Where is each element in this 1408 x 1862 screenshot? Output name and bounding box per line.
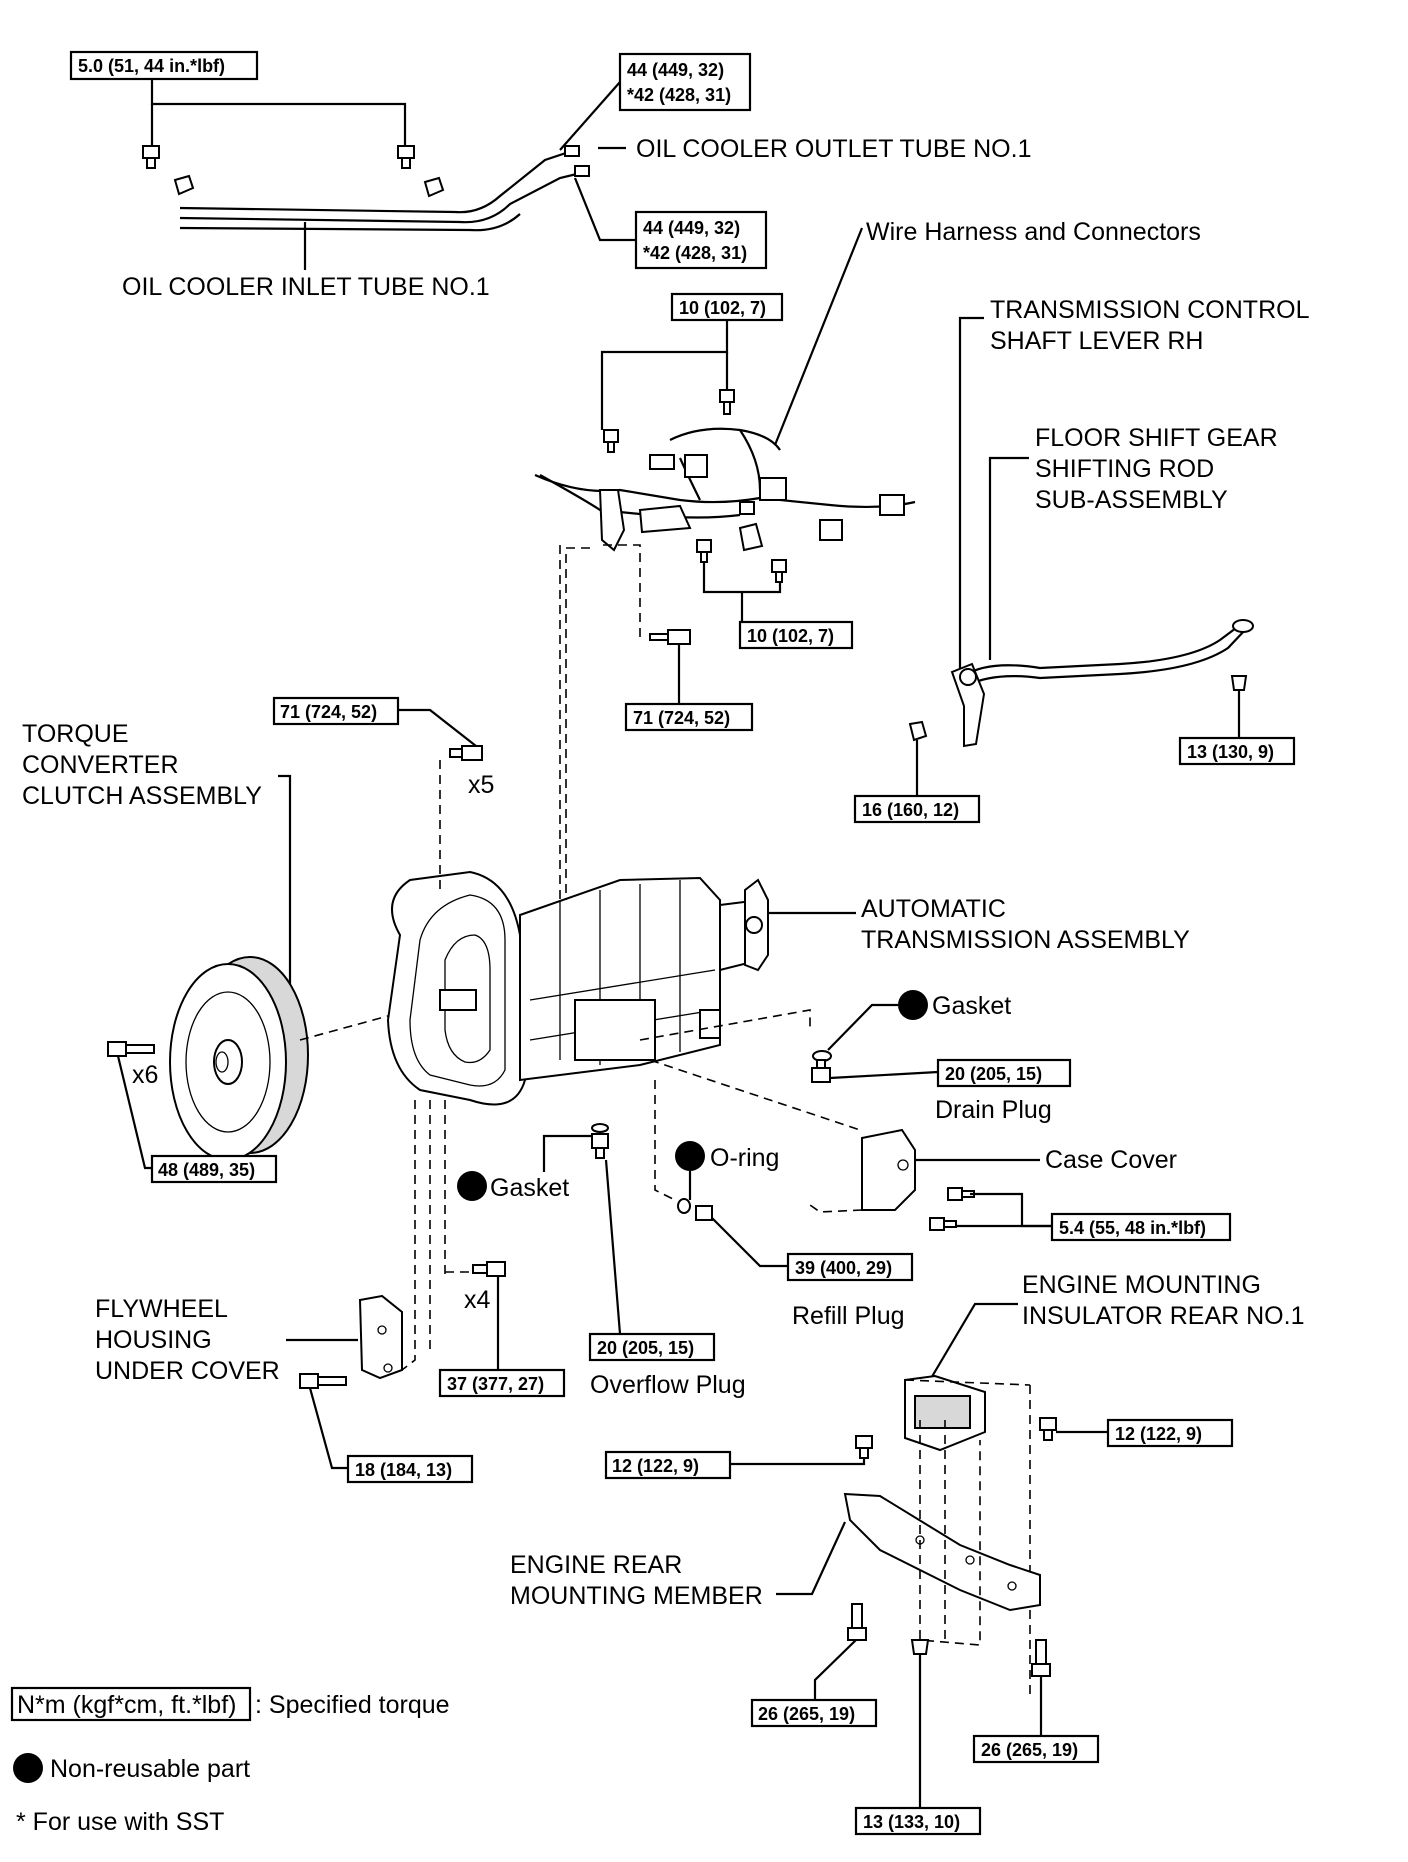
torque-harness-top: 10 (102, 7)	[679, 298, 766, 318]
qty-x5: x5	[468, 771, 494, 799]
overflow-plug-label: Overflow Plug	[590, 1371, 746, 1399]
torque-rod-nut: 13 (130, 9)	[1187, 742, 1274, 762]
gasket-right-label: Gasket	[932, 992, 1011, 1020]
torque-mount-left: 12 (122, 9)	[612, 1456, 699, 1476]
torque-mount-right: 12 (122, 9)	[1115, 1424, 1202, 1444]
torque-member-right: 26 (265, 19)	[981, 1740, 1078, 1760]
torque-converter-label-3: CLUTCH ASSEMBLY	[22, 782, 262, 810]
qty-x6: x6	[132, 1061, 158, 1089]
refill-plug: O-ring 39 (400, 29) Refill Plug	[654, 1080, 914, 1330]
floor-shift-label-1: FLOOR SHIFT GEAR	[1035, 424, 1278, 452]
torque-mid-bolt: 71 (724, 52)	[633, 708, 730, 728]
torque-converter-label-2: CONVERTER	[22, 751, 179, 779]
oil-cooler-inlet-label: OIL COOLER INLET TUBE NO.1	[122, 273, 490, 301]
torque-under-cover: 18 (184, 13)	[355, 1460, 452, 1480]
flywheel-label-1: FLYWHEEL	[95, 1295, 228, 1323]
torque-member-center: 13 (133, 10)	[863, 1812, 960, 1832]
bolt-icon	[397, 145, 415, 169]
engine-mount-label-2: INSULATOR REAR NO.1	[1022, 1302, 1304, 1330]
engine-mount-label-1: ENGINE MOUNTING	[1022, 1271, 1261, 1299]
floor-shift-label-2: SHIFTING ROD	[1035, 455, 1214, 483]
torque-under-cover-bolt: 37 (377, 27)	[447, 1374, 544, 1394]
legend-nonreusable: Non-reusable part	[50, 1755, 250, 1783]
torque-overflow: 20 (205, 15)	[597, 1338, 694, 1358]
torque-bell-bolt: 71 (724, 52)	[280, 702, 377, 722]
auto-trans-label-2: TRANSMISSION ASSEMBLY	[861, 926, 1190, 954]
torque-harness-bottom: 10 (102, 7)	[747, 626, 834, 646]
torque-outlet-b-sst: *42 (428, 31)	[643, 243, 747, 263]
torque-converter-label-1: TORQUE	[22, 720, 129, 748]
engine-rear-label-2: MOUNTING MEMBER	[510, 1582, 763, 1610]
trans-control-label-1: TRANSMISSION CONTROL	[990, 296, 1310, 324]
legend: N*m (kgf*cm, ft.*lbf) : Specified torque…	[10, 1686, 450, 1836]
torque-top-left: 5.0 (51, 44 in.*lbf)	[78, 56, 225, 76]
flywheel-label-2: HOUSING	[95, 1326, 212, 1354]
gasket-left-label: Gasket	[490, 1174, 569, 1202]
nonreusable-legend-icon	[13, 1753, 43, 1783]
engine-rear-member: ENGINE REAR MOUNTING MEMBER 26 (265, 19)…	[510, 1420, 1100, 1836]
qty-x4: x4	[464, 1286, 491, 1314]
torque-case-cover: 5.4 (55, 48 in.*lbf)	[1059, 1218, 1206, 1238]
torque-outlet-a-sst: *42 (428, 31)	[627, 85, 731, 105]
torque-drain: 20 (205, 15)	[945, 1064, 1042, 1084]
nonreusable-oring-icon	[675, 1141, 705, 1171]
refill-plug-label: Refill Plug	[792, 1302, 905, 1330]
oil-cooler-outlet-label: OIL COOLER OUTLET TUBE NO.1	[636, 135, 1031, 163]
torque-member-left: 26 (265, 19)	[758, 1704, 855, 1724]
flywheel-label-3: UNDER COVER	[95, 1357, 280, 1385]
shift-control: TRANSMISSION CONTROL SHAFT LEVER RH FLOO…	[853, 296, 1310, 824]
torque-lever-nut: 16 (160, 12)	[862, 800, 959, 820]
floor-shift-label-3: SUB-ASSEMBLY	[1035, 486, 1228, 514]
legend-torque-desc: : Specified torque	[255, 1691, 450, 1719]
legend-sst: * For use with SST	[16, 1808, 224, 1836]
drain-and-case-cover: Gasket 20 (205, 15) Drain Plug Case Cove…	[809, 990, 1232, 1242]
wire-harness-label: Wire Harness and Connectors	[866, 218, 1201, 246]
oil-cooler-tubes: 5.0 (51, 44 in.*lbf) 44 (449, 32) *42 (4…	[69, 50, 1031, 301]
torque-outlet-a: 44 (449, 32)	[627, 60, 724, 80]
nonreusable-gasket-icon	[898, 990, 928, 1020]
auto-trans-label-1: AUTOMATIC	[861, 895, 1006, 923]
nonreusable-gasket-left-icon	[457, 1171, 487, 1201]
transmission-assembly: AUTOMATIC TRANSMISSION ASSEMBLY x5 71 (7…	[272, 547, 1190, 1131]
case-cover-label: Case Cover	[1045, 1146, 1177, 1174]
wire-harness: Wire Harness and Connectors 10 (102, 7) …	[534, 218, 1201, 920]
bolt-icon	[142, 145, 160, 169]
torque-converter-bolt: 48 (489, 35)	[158, 1160, 255, 1180]
flywheel-under-cover: FLYWHEEL HOUSING UNDER COVER x4 37 (377,…	[95, 1100, 566, 1484]
torque-outlet-b: 44 (449, 32)	[643, 218, 740, 238]
torque-refill: 39 (400, 29)	[795, 1258, 892, 1278]
torque-converter: TORQUE CONVERTER CLUTCH ASSEMBLY x6 48 (…	[22, 720, 411, 1184]
engine-rear-label-1: ENGINE REAR	[510, 1551, 682, 1579]
trans-control-label-2: SHAFT LEVER RH	[990, 327, 1203, 355]
overflow-plug: Gasket 20 (205, 15) Overflow Plug	[457, 1123, 746, 1399]
engine-mount: ENGINE MOUNTING INSULATOR REAR NO.1 12 (…	[604, 1271, 1304, 1700]
o-ring-label: O-ring	[710, 1144, 779, 1172]
drain-plug-label: Drain Plug	[935, 1096, 1052, 1124]
legend-torque-key: N*m (kgf*cm, ft.*lbf)	[17, 1691, 236, 1719]
